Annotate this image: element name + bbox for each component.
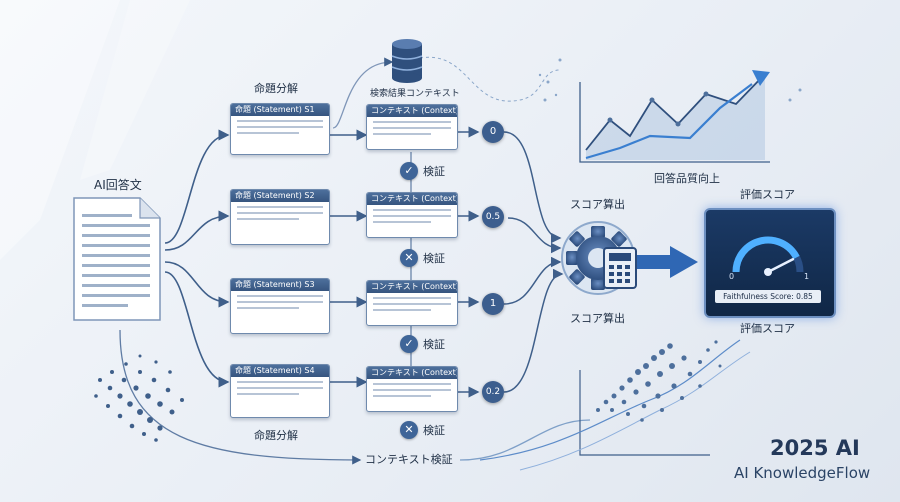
brand-name: AI KnowledgeFlow [734, 464, 871, 482]
check-icon: ✓ [400, 162, 418, 180]
verification-label: 検証 [423, 165, 445, 178]
answer-label: AI回答文 [94, 178, 142, 192]
context-card-4: コンテキスト (Context) [366, 366, 458, 412]
decompose-label-bottom: 命題分解 [254, 429, 298, 442]
verification-label: 検証 [423, 338, 445, 351]
statement-title: 命題 (Statement) S3 [231, 279, 329, 291]
statement-card-s2: 命題 (Statement) S2 [230, 189, 330, 245]
dot-cluster-right [596, 340, 722, 422]
check-icon: ✓ [400, 335, 418, 353]
brand-year: 2025 AI [770, 436, 860, 460]
verification-fail-2: ✕ 検証 [400, 249, 445, 267]
context-title: コンテキスト (Context) [367, 105, 457, 117]
context-title: コンテキスト (Context) [367, 281, 457, 293]
score-label-bottom: スコア算出 [570, 312, 625, 325]
statement-title: 命題 (Statement) S4 [231, 365, 329, 377]
quality-label: 回答品質向上 [654, 172, 720, 185]
statement-card-s1: 命題 (Statement) S1 [230, 103, 330, 155]
score-label-top: スコア算出 [570, 198, 625, 211]
score-node-4: 0.2 [482, 381, 504, 403]
eval-label-bottom: 評価スコア [740, 322, 795, 335]
context-card-1: コンテキスト (Context) [366, 104, 458, 150]
statement-title: 命題 (Statement) S1 [231, 104, 329, 116]
gauge-icon [732, 236, 804, 276]
verification-label: 検証 [423, 252, 445, 265]
bottom-right-chart [479, 339, 751, 471]
verification-fail-4: ✕ 検証 [400, 421, 445, 439]
dot-cluster-left [94, 354, 184, 442]
gauge-max-label: 1 [804, 272, 810, 281]
context-card-3: コンテキスト (Context) [366, 280, 458, 326]
eval-label-top: 評価スコア [740, 188, 795, 201]
score-node-1: 0 [482, 121, 504, 143]
context-title: コンテキスト (Context) [367, 193, 457, 205]
decompose-label-top: 命題分解 [254, 82, 298, 95]
quality-trend-chart [538, 58, 802, 163]
statement-title: 命題 (Statement) S2 [231, 190, 329, 202]
cross-icon: ✕ [400, 421, 418, 439]
gauge-panel: 0 1 Faithfulness Score: 0.85 [704, 208, 836, 318]
cross-icon: ✕ [400, 249, 418, 267]
verification-pass-3: ✓ 検証 [400, 335, 445, 353]
database-icon [391, 39, 423, 83]
statement-card-s3: 命題 (Statement) S3 [230, 278, 330, 334]
verification-label: 検証 [423, 424, 445, 437]
statement-card-s4: 命題 (Statement) S4 [230, 364, 330, 418]
faithfulness-score-label: Faithfulness Score: 0.85 [715, 290, 821, 303]
search-context-label: 検索結果コンテキスト [370, 89, 460, 99]
calculator-icon [603, 247, 637, 289]
score-node-2: 0.5 [482, 206, 504, 228]
context-verify-label: コンテキスト検証 [365, 453, 453, 466]
verification-pass-1: ✓ 検証 [400, 162, 445, 180]
context-card-2: コンテキスト (Context) [366, 192, 458, 238]
document-icon [73, 197, 161, 321]
context-title: コンテキスト (Context) [367, 367, 457, 379]
gauge-min-label: 0 [729, 272, 735, 281]
score-node-3: 1 [482, 293, 504, 315]
